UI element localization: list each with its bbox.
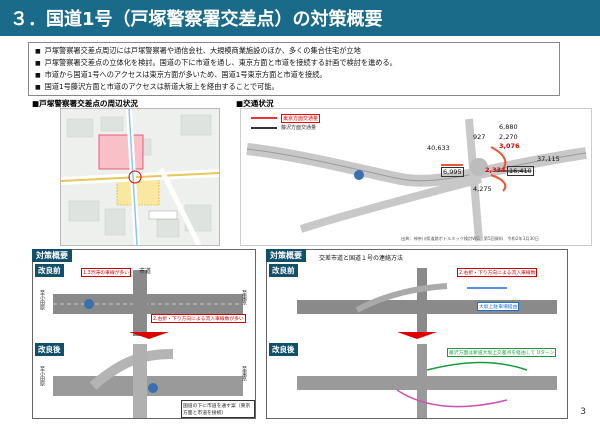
page-title: ３．国道1号（戸塚警察署交差点）の対策概要: [10, 9, 383, 30]
bullet-2: 戸塚警察署交差点の立体化を検討。国道の下に市道を通し、東京方面と市道を接続する計…: [35, 58, 397, 68]
panel1-before-label: 改良前: [35, 264, 64, 277]
area-map-drawing: [60, 108, 220, 247]
panel1-after-drawing: [53, 344, 243, 418]
panel2-note-1: 2.右折・下り方向による流入車線数: [457, 268, 538, 277]
page-number: 3: [580, 407, 586, 417]
panel1-tag: 対策概要: [32, 249, 72, 262]
traffic-count-8: 16,410: [507, 166, 534, 176]
panel2-tag: 対策概要: [266, 249, 306, 262]
source-note: 出典：神奈川県道路ボトルネック検討WG 第5回資料 令和2年3月30日: [401, 236, 539, 241]
panel1-road-label: 市道: [139, 268, 152, 275]
bullet-3: 市道から国道1号へのアクセスは東京方面が多いため、国道1号東京方面と市道を接続。: [35, 70, 327, 80]
traffic-count-5: 3,076: [499, 142, 520, 150]
legend-tokyo: 東京方面交通量: [281, 114, 321, 123]
area-map: [60, 108, 220, 247]
panel1-after-dir-left: 至小田原: [39, 366, 45, 386]
traffic-count-2: 37,115: [537, 155, 560, 163]
panel1-before-drawing: [53, 270, 243, 336]
traffic-count-6: 4,275: [473, 185, 492, 193]
measure-panel-2: 対策概要 交差市道と国道１号の連絡方法 改良前 2.右折・下り方向による流入車線…: [266, 249, 568, 419]
panel2-title: 交差市道と国道１号の連絡方法: [319, 255, 404, 262]
traffic-count-1: 40,633: [427, 144, 450, 152]
panel1-after-label: 改良後: [35, 343, 64, 356]
bullet-1: 戸塚警察署交差点周辺には戸塚警察署や通信会社、大規模商業施設のほか、多くの集合住…: [35, 46, 361, 56]
panel1-note-1: 1.3渋滞の車線が多い: [81, 268, 132, 277]
panel2-after-label: 改良後: [269, 343, 298, 356]
title-bar: [0, 0, 600, 36]
right-section-heading: ■交通状況: [236, 99, 274, 108]
panel1-dir-left: 至小田原: [39, 290, 45, 310]
panel2-before-label: 改良前: [269, 264, 298, 277]
traffic-count-4: 2,270: [499, 133, 518, 141]
traffic-map: 東京方面交通量 藤沢方面交通量 40,633 37,115 6,880 2,27…: [240, 108, 592, 246]
panel1-after-dir-right: 至東京: [241, 366, 247, 381]
traffic-count-3: 6,880: [499, 123, 518, 131]
bullet-4: 国道1号藤沢方面と市道のアクセスは新道大坂上を経由することで可能。: [35, 82, 279, 92]
traffic-count-7: 2,334: [485, 166, 506, 174]
panel1-dir-right: 至東京: [241, 290, 247, 305]
traffic-count-10: 927: [473, 133, 486, 141]
panel1-caption: 国道の下に市道を通す案（東京方面と市道を接続）: [181, 400, 255, 418]
panel2-arrow-icon: [397, 332, 437, 339]
panel1-note-2: 2.右折・下り方向による流入車線数が多い: [151, 314, 246, 323]
panel2-after-drawing: [297, 344, 557, 418]
measure-panel-1: 対策概要 改良前 至小田原 至東京 市道 1.3渋滞の車線が多い 2.右折・下り…: [32, 249, 256, 419]
summary-box: 戸塚警察署交差点周辺には戸塚警察署や通信会社、大規模商業施設のほか、多くの集合住…: [28, 42, 560, 96]
left-section-heading: ■戸塚警察署交差点の周辺状況: [32, 99, 138, 108]
panel2-note-3: 藤沢方面は新道大坂上交差点を経由して Uターン: [447, 348, 557, 357]
panel2-note-2: 大坂上駐車場経由: [477, 302, 520, 311]
traffic-count-9: 6,995: [441, 167, 464, 177]
panel1-arrow-icon: [129, 332, 169, 339]
legend-fujisawa: 藤沢方面交通量: [281, 125, 317, 131]
